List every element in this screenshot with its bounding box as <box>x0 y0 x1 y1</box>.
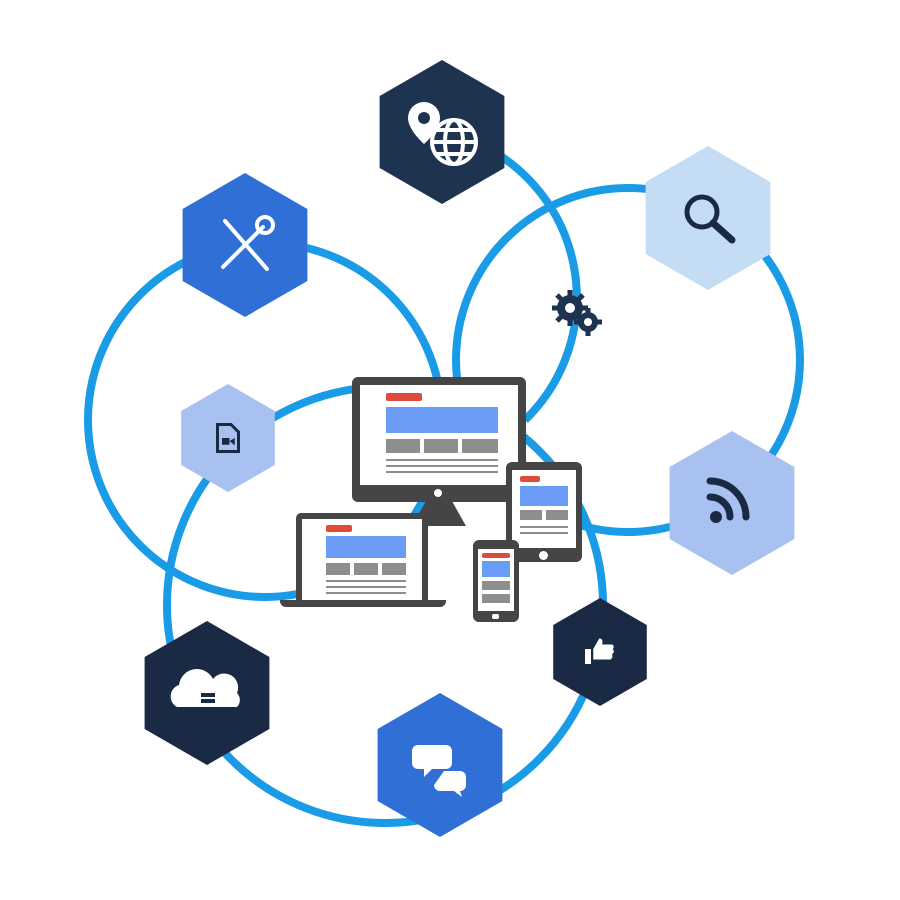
search-icon <box>684 194 736 244</box>
hexagon-cloud-database <box>144 621 270 765</box>
hexagon-thumbs-up <box>553 598 647 706</box>
hexagon-globe-pin <box>379 60 505 204</box>
hexagon-search <box>645 146 771 290</box>
hexagon-chat <box>377 693 503 837</box>
desktop-monitor <box>352 377 526 502</box>
hexagon-tools <box>182 173 308 317</box>
ring-right <box>452 184 804 536</box>
laptop <box>296 513 428 600</box>
video-file-icon <box>216 423 240 453</box>
smartphone <box>473 540 519 622</box>
ring-top <box>468 136 581 423</box>
laptop-base <box>280 600 446 607</box>
hexagon-rss <box>669 431 795 575</box>
tools-icon <box>221 215 275 271</box>
rss-icon <box>706 477 750 523</box>
hexagon-video-file <box>181 384 275 492</box>
chat-icon <box>412 745 466 797</box>
gears-icon <box>552 290 602 336</box>
tablet <box>506 462 582 562</box>
cloud-database-icon <box>170 669 240 707</box>
globe-pin-icon <box>408 102 478 166</box>
thumbs-up-icon <box>585 638 614 664</box>
